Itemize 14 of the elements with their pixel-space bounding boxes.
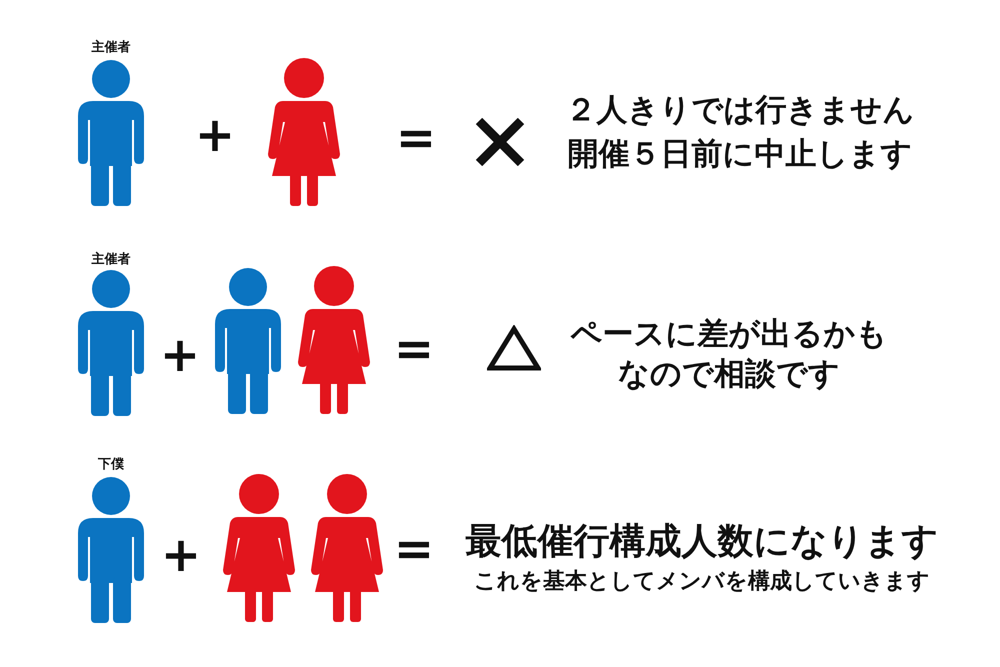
role-label: 下僕 [97,457,125,473]
equals-sign: = [392,525,436,573]
headline-text: 最低催行構成人数になります [464,520,940,564]
role-label: 主催者 [90,40,132,56]
equals-sign: = [392,325,436,373]
equals-sign: = [394,114,438,162]
plus-sign: + [160,531,202,579]
note-text: ペースに差が出るかもなので相談です [570,315,888,394]
plus-sign: + [194,111,236,159]
plus-sign: + [158,331,202,379]
role-label: 主催者 [90,252,132,268]
note-text: ２人きりでは行きません [564,91,916,129]
sub-text: これを基本としてメンバを構成していきます [473,568,931,596]
note-text: 開催５日前に中止します [566,135,914,173]
